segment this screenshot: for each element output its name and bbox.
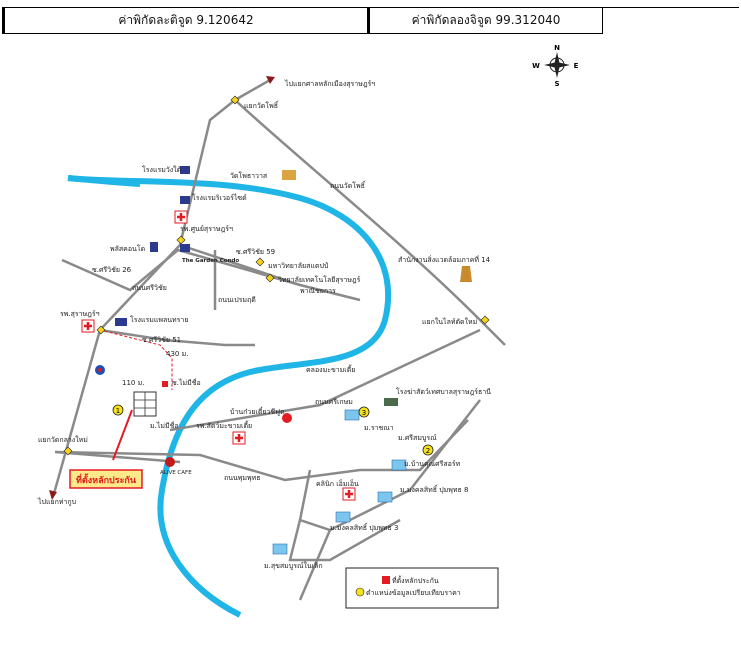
road-lake: [298, 529, 332, 601]
label-garden-condo: The Garden Condo: [182, 258, 239, 264]
label-yaek-wat-pho: แยกวัดโพธิ์: [244, 100, 279, 110]
label-thanon-phumphut: ถนนพุมพุทธ: [224, 474, 261, 482]
label-thanon-wat-pho: ถนนวัดโพธิ์: [330, 180, 366, 190]
arrow-south-icon: [49, 490, 57, 500]
property-building-icon: [133, 391, 157, 417]
label-soi-sri-26: ซ.ศรีวิชัย 26: [92, 266, 132, 274]
road-main-north: [53, 99, 236, 491]
callout-pointer: [112, 409, 133, 461]
road-soi51: [99, 328, 255, 347]
road-phumphut: [54, 419, 469, 482]
label-soi-sri-51: ซ.ศรีวิชัย 51: [142, 336, 181, 344]
road-south2: [288, 518, 401, 562]
road-network: [50, 78, 506, 601]
junction-icons: [63, 95, 490, 456]
road-canal: [179, 243, 301, 287]
cafe-icon: [165, 457, 175, 467]
road-wat-pho: [234, 99, 506, 346]
label-to-tha-thong: ไปแยกท่ากูบ: [37, 497, 76, 506]
label-plaza: พลัสคอนโด: [110, 244, 145, 253]
compass-w: W: [532, 62, 540, 70]
longitude-text: ค่าพิกัดลองจิจูด 99.312040: [411, 13, 561, 27]
dashed-route: [99, 329, 173, 390]
label-kuay-tiew: บ้านก๋วยเตี๋ยวชีฟูด: [230, 407, 285, 416]
comparison-marker: 2: [422, 444, 434, 456]
label-dist-430: 430 ม.: [166, 350, 188, 358]
label-office-14: สำนักงานสิ่งแวดล้อมภาคที่ 14: [398, 255, 491, 264]
label-hotel-riverside: โรงแรมริเวอร์ไซด์: [192, 193, 247, 202]
comparison-marker: 3: [358, 406, 370, 418]
comparison-marker: 1: [112, 404, 124, 416]
latitude-text: ค่าพิกัดละติจูด 9.120642: [118, 13, 254, 27]
hospital-icon: [232, 431, 246, 445]
arrow-north-icon: [266, 76, 275, 84]
road-sriwichai: [61, 248, 361, 302]
hospital-icon: [81, 319, 95, 333]
svg-text:1: 1: [116, 407, 120, 415]
label-thanon-premruedee: ถนนเปรมฤดี: [218, 296, 256, 304]
label-clinic: คลินิก เอ็มเอ็น: [316, 479, 359, 488]
gas-station-icon: [95, 365, 105, 375]
label-alive: ALIVE CAFE: [160, 470, 192, 476]
longitude-cell: ค่าพิกัดลองจิจูด 99.312040: [370, 7, 603, 34]
label-sukhsombun: ม.สุขสมบูรณ์ในเลิก: [264, 561, 323, 570]
label-hosp-surat: รพ.ศูนย์สุราษฎร์ฯ: [180, 225, 233, 233]
property-marker: [162, 381, 168, 387]
legend-box: [345, 567, 499, 609]
label-yaek-wat-klang: แยกวัดกลางใหม่: [38, 435, 88, 444]
label-soi-sri-59: ซ.ศรีวิชัย 59: [236, 248, 275, 256]
svg-text:3: 3: [362, 409, 366, 417]
label-mongkol3: ม.มงคลสิทธิ์ ปุมพุทธ 3: [330, 522, 398, 532]
latitude-cell: ค่าพิกัดละติจูด 9.120642: [2, 7, 370, 34]
label-dist-110: 110 ม.: [122, 379, 144, 387]
compass-s: S: [554, 80, 559, 88]
building-icons: [115, 166, 190, 326]
river-branch: [67, 175, 141, 187]
label-hotel-wangtai: โรงแรมวังใต้: [142, 165, 182, 174]
callout-text: ที่ตั้งหลักประกัน: [76, 473, 137, 486]
factory-icon: [384, 398, 398, 406]
hospital-icon: [342, 487, 356, 501]
label-hosp-surat2: รพ.สุราษฎร์ฯ: [60, 310, 100, 318]
compass-n: N: [554, 44, 560, 52]
label-slaughter: โรงฆ่าสัตว์เทศบาลสุราษฎร์ธานี: [396, 387, 491, 396]
callout-box: [69, 469, 143, 489]
temple-icon: [282, 170, 296, 180]
label-moo-mai: ม.ไม่มีชื่อ: [150, 421, 179, 430]
legend-yellow-text: ตำแหน่งข้อมูลเปรียบเทียบราคา: [366, 589, 461, 597]
label-yaek-nai-light: แยกในไลท์ตัดใหม่: [422, 317, 477, 326]
label-canal: คลองมะขามเตี้ย: [306, 363, 355, 374]
compass-e: E: [574, 62, 579, 70]
label-moo-rama: ม.ราชณา: [364, 424, 394, 432]
header-line-extension: [603, 7, 739, 8]
legend-red-text: ที่ตั้งหลักประกัน: [392, 574, 439, 585]
housing-icons: [272, 409, 407, 555]
river-tapi: [67, 175, 392, 618]
label-moo-srisomboon: ม.ศรีสมบูรณ์: [398, 434, 437, 442]
monument-icon: [460, 266, 472, 282]
label-ban-sri: ม.บ้านคุณศรีสอร์ท: [404, 460, 461, 468]
compass-icon: N S E W: [532, 44, 578, 88]
legend-yellow-swatch: [355, 587, 365, 597]
restaurant-icon: [282, 413, 292, 423]
label-university: มหาวิทยาลัยสแตปป์: [268, 262, 329, 270]
hospital-icon: [174, 210, 188, 224]
label-wat-phothawat: วัดโพธาวาส: [230, 171, 268, 180]
label-mongkol8: ม.มงคลสิทธิ์ ปุมพุทธ 8: [400, 484, 468, 494]
label-tech-college: วิทยาลัยเทคโนโลยีสุราษฎร์: [278, 275, 361, 284]
label-commerce: พาณิชยการ: [300, 287, 336, 295]
label-thanon-srikasem: ถนนศรีเกษม: [315, 398, 353, 406]
label-soi-mai-shi: ซ.ไม่มีชื่อ: [172, 378, 201, 387]
road-srikasem: [169, 328, 481, 432]
road-top-arrow: [234, 78, 271, 102]
svg-text:2: 2: [426, 447, 430, 455]
label-to-lak-mueang: ไปแยกศาลหลักเมืองสุราษฎร์ฯ: [284, 79, 375, 88]
road-wat-klang: [54, 450, 181, 464]
label-vet-hosp: รพ.สัตว์มะขามเตี้ย: [196, 419, 252, 430]
label-thanon-sriwichai: ถนนศรีวิชัย: [132, 284, 167, 292]
label-hotel-phanthai: โรงแรมแพลนทราย: [130, 315, 188, 324]
legend-red-swatch: [382, 576, 390, 584]
